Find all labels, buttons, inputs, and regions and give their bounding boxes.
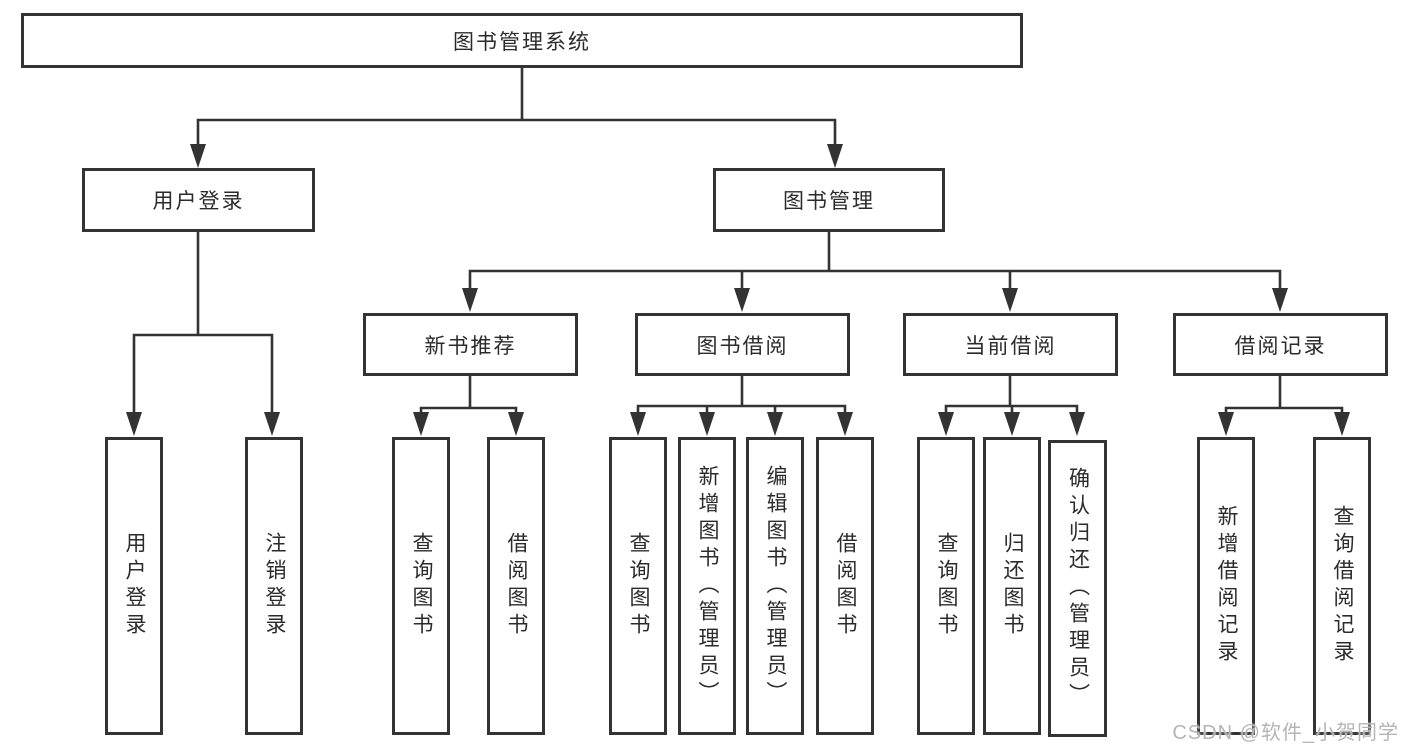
node-leaf-cb-confirm-return: 确认归还（管理员）: [1048, 440, 1107, 737]
node-leaf-bb-query-books: 查询图书: [609, 437, 667, 735]
node-label: 图书管理系统: [453, 30, 591, 54]
node-leaf-bb-edit-books: 编辑图书（管理员）: [746, 437, 804, 735]
node-label: 图书管理: [783, 190, 875, 213]
node-label: 借阅记录: [1234, 334, 1327, 358]
node-book-borrow: 图书借阅: [635, 313, 850, 376]
node-label: 编辑图书（管理员）: [764, 464, 787, 708]
node-leaf-br-add-record: 新增借阅记录: [1197, 437, 1255, 735]
node-root: 图书管理系统: [21, 13, 1023, 68]
connector-book-management-to-level3: [462, 232, 1288, 312]
connector-new-book-recommend-children: [413, 376, 524, 436]
node-leaf-bb-borrow-books: 借阅图书: [816, 437, 874, 735]
node-book-management: 图书管理: [713, 168, 945, 232]
node-borrow-records: 借阅记录: [1173, 313, 1388, 376]
node-label: 注销登录: [263, 532, 286, 640]
csdn-watermark: CSDN @软件_小贺同学: [1172, 722, 1399, 744]
node-label: 当前借阅: [964, 334, 1057, 358]
node-leaf-cb-query-books: 查询图书: [917, 437, 975, 735]
node-label: 确认归还（管理员）: [1066, 467, 1090, 710]
node-label: 用户登录: [123, 532, 146, 640]
node-label: 图书借阅: [696, 334, 789, 358]
node-leaf-br-query-record: 查询借阅记录: [1313, 437, 1371, 735]
node-label: 借阅图书: [505, 532, 528, 640]
connector-current-borrow-children: [938, 376, 1085, 436]
node-user-login: 用户登录: [82, 168, 315, 232]
node-current-borrow: 当前借阅: [903, 313, 1118, 376]
node-leaf-bb-add-books: 新增图书（管理员）: [678, 437, 736, 735]
node-label: 新增图书（管理员）: [696, 464, 719, 708]
node-label: 查询图书: [627, 532, 650, 640]
connector-borrow-records-children: [1218, 376, 1350, 436]
node-label: 查询图书: [935, 532, 958, 640]
node-leaf-user-login: 用户登录: [105, 437, 163, 735]
connector-book-borrow-children: [630, 376, 853, 436]
node-label: 新书推荐: [424, 334, 517, 358]
node-label: 归还图书: [1001, 532, 1024, 640]
node-new-book-recommend: 新书推荐: [363, 313, 578, 376]
node-leaf-cb-return-books: 归还图书: [983, 437, 1041, 735]
node-label: 借阅图书: [834, 532, 857, 640]
node-leaf-nbr-query-books: 查询图书: [392, 437, 450, 735]
connector-user-login-children: [126, 232, 280, 436]
node-label: 新增借阅记录: [1215, 505, 1238, 667]
connector-root-to-level2: [190, 68, 843, 168]
node-leaf-nbr-borrow-books: 借阅图书: [487, 437, 545, 735]
node-leaf-logout: 注销登录: [245, 437, 303, 735]
node-label: 查询图书: [410, 532, 433, 640]
node-label: 用户登录: [152, 190, 245, 213]
node-label: 查询借阅记录: [1331, 505, 1354, 667]
